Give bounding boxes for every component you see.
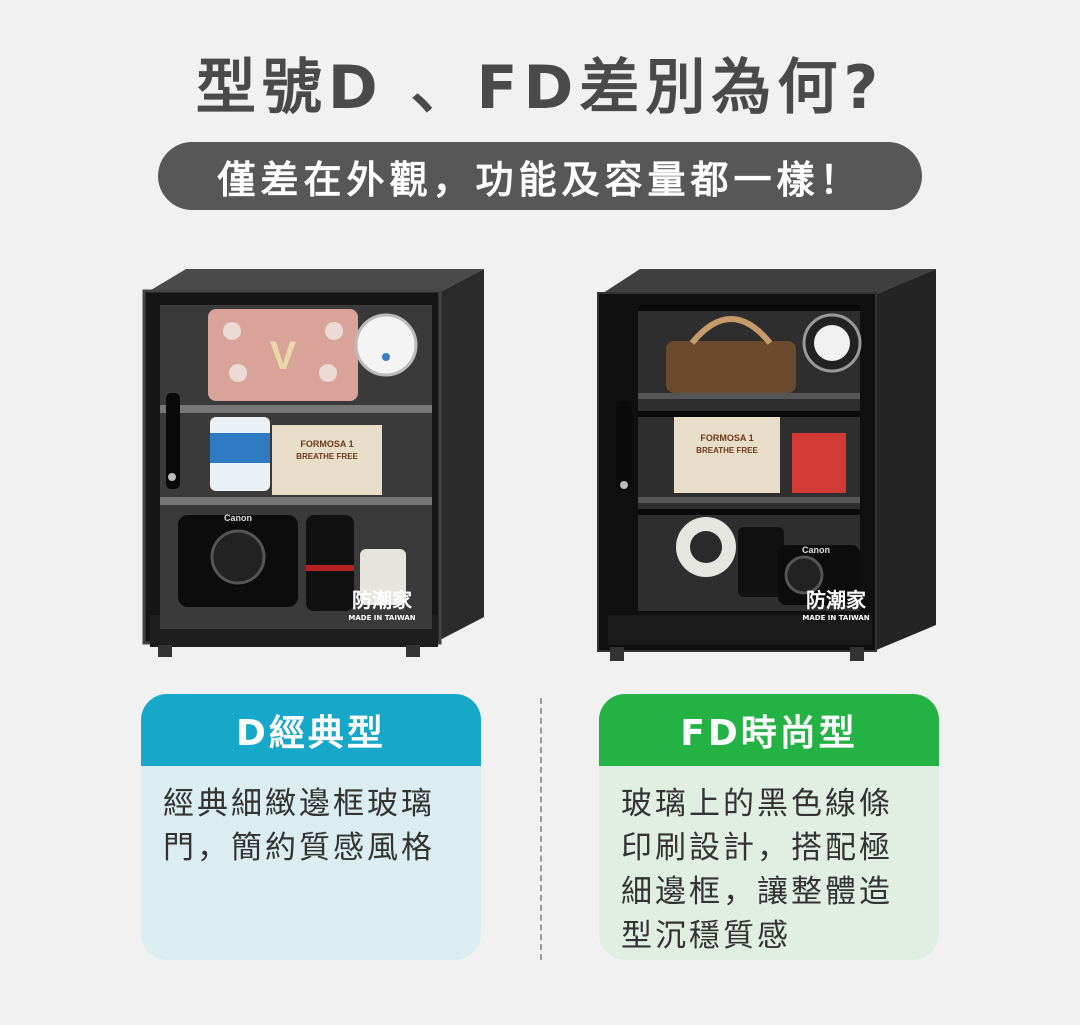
camera-brand-label: Canon: [224, 513, 252, 523]
fd-fashion-card: FD時尚型 玻璃上的黑色線條 印刷設計，搭配極 細邊框，讓整體造 型沉穩質感: [599, 694, 939, 960]
fd-card-line: 型沉穩質感: [621, 918, 791, 954]
d-classic-card: D經典型 經典細緻邊框玻璃 門，簡約質感風格: [141, 694, 481, 960]
d-card-title: D經典型: [141, 694, 481, 766]
formosa-box-title-fd: FORMOSA 1: [700, 433, 753, 443]
made-in-label: MADE IN TAIWAN: [348, 614, 415, 622]
camera-brand-label-fd: Canon: [802, 545, 830, 555]
fd-cabinet-image: FORMOSA 1 BREATHE FREE Canon 防潮家 MADE IN…: [592, 265, 942, 675]
page-title: 型號D 、FD差別為何?: [195, 53, 885, 123]
brand-label: 防潮家: [352, 588, 413, 612]
brand-label-fd: 防潮家: [806, 588, 867, 612]
subtitle-text: 僅差在外觀，功能及容量都一樣！: [217, 157, 863, 202]
subtitle-banner: 僅差在外觀，功能及容量都一樣！: [158, 142, 922, 210]
fd-card-line: 細邊框，讓整體造: [621, 874, 893, 910]
formosa-box-title: FORMOSA 1: [300, 439, 353, 449]
svg-text:V: V: [270, 334, 297, 378]
d-card-line: 經典細緻邊框玻璃: [163, 786, 435, 822]
fd-card-line: 玻璃上的黑色線條: [621, 786, 893, 822]
d-cabinet-image: V FORMOSA 1 BREATHE FREE Canon 防潮家 MADE …: [138, 265, 488, 670]
fd-card-title: FD時尚型: [599, 694, 939, 766]
formosa-box-subtitle: BREATHE FREE: [296, 452, 358, 461]
made-in-label-fd: MADE IN TAIWAN: [802, 614, 869, 622]
d-card-body: 經典細緻邊框玻璃 門，簡約質感風格: [141, 766, 481, 960]
fd-card-body: 玻璃上的黑色線條 印刷設計，搭配極 細邊框，讓整體造 型沉穩質感: [599, 766, 939, 960]
d-card-line: 門，簡約質感風格: [163, 830, 435, 866]
center-divider: [540, 698, 542, 960]
fd-card-line: 印刷設計，搭配極: [621, 830, 893, 866]
formosa-box-subtitle-fd: BREATHE FREE: [696, 446, 758, 455]
